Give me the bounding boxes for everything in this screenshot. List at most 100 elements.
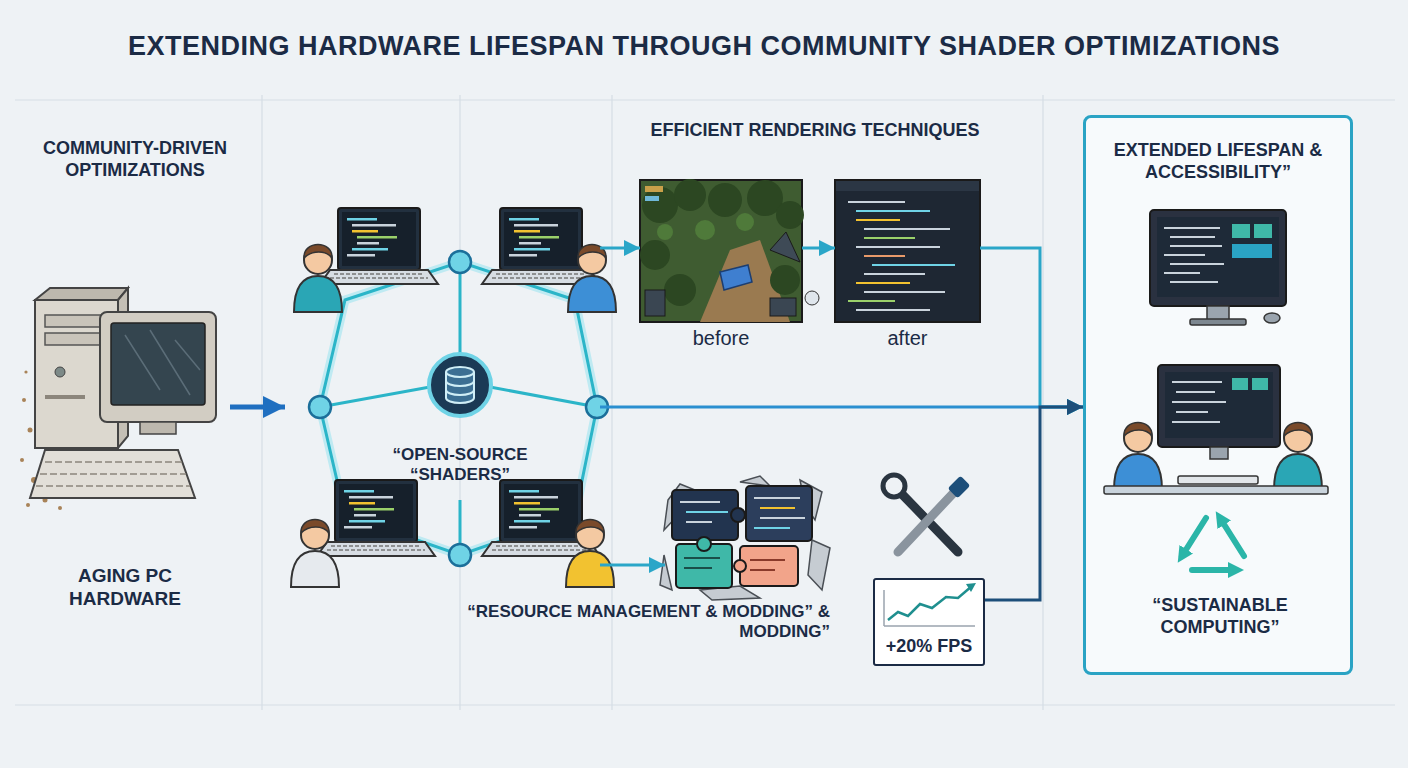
panel-art [1158, 365, 1280, 447]
before-screenshot [805, 291, 819, 305]
puzzle-illustration [697, 537, 711, 551]
before-screenshot [657, 224, 673, 240]
diagram-title: EXTENDING HARDWARE LIFESPAN THROUGH COMM… [0, 30, 1408, 62]
network-graph [320, 387, 430, 407]
before-screenshot [645, 196, 659, 201]
flow-connector [802, 247, 835, 250]
puzzle-illustration [808, 540, 830, 590]
puzzle-illustration [684, 557, 720, 559]
puzzle-illustration [731, 508, 745, 522]
fps-chart [873, 578, 985, 666]
network-graph [446, 367, 474, 403]
node-text: “SUSTAINABLE COMPUTING” [1120, 595, 1320, 638]
before-screenshot [642, 187, 678, 223]
before-screenshot [674, 179, 706, 211]
recycle-icon [1182, 518, 1244, 570]
panel-art [1232, 378, 1248, 390]
panel-art [1274, 423, 1322, 491]
flow-connector [600, 247, 640, 250]
network-graph [482, 208, 600, 284]
panel-art [1114, 423, 1162, 491]
panel-art [1170, 245, 1222, 247]
network-graph [309, 396, 331, 418]
panel-art [1207, 306, 1229, 320]
panel-art [1104, 486, 1328, 494]
before-screenshot [640, 180, 802, 322]
after-screenshot [835, 180, 980, 322]
after-screenshot [872, 264, 955, 266]
after-screenshot [856, 282, 910, 284]
after-screenshot [848, 300, 895, 302]
after-screenshot [836, 181, 979, 191]
after-screenshot [856, 210, 930, 212]
grid-lines [15, 704, 1395, 705]
network-graph [317, 480, 435, 556]
flow-connector [985, 407, 1083, 600]
puzzle-illustration [746, 486, 812, 541]
before-screenshot [640, 179, 804, 306]
before-screenshot [770, 265, 800, 295]
network-graph [490, 387, 597, 407]
before-screenshot [640, 240, 670, 270]
old-pc-illustration [58, 506, 62, 510]
before-screenshot [708, 183, 742, 217]
panel-art [1172, 401, 1226, 403]
after-screenshot [864, 291, 945, 293]
old-pc-illustration [45, 333, 107, 345]
panel-art [1083, 115, 1353, 675]
section-label: COMMUNITY-DRIVEN OPTIMIZATIONS [20, 138, 250, 181]
panel-art [1164, 227, 1220, 229]
panel-art [1170, 263, 1224, 265]
node-text: AGING PC HARDWARE [45, 565, 205, 611]
old-pc-illustration [28, 428, 33, 433]
puzzle-illustration [750, 559, 785, 561]
before-screenshot [640, 179, 819, 322]
fps-chart [966, 583, 976, 592]
before-screenshot [664, 274, 696, 306]
old-pc-illustration [22, 398, 26, 402]
puzzle-illustration [684, 567, 712, 569]
after-screenshot [848, 201, 905, 203]
puzzle-illustration [740, 546, 798, 586]
panel-art [1164, 254, 1205, 256]
old-pc-illustration [125, 330, 200, 395]
flow-connector [600, 564, 665, 567]
panel-art [1252, 378, 1268, 390]
after-screenshot [848, 202, 955, 310]
before-screenshot [776, 201, 804, 229]
before-screenshot [720, 265, 752, 290]
node-text: +20% FPS [875, 636, 983, 658]
fps-box: +20% FPS [873, 578, 985, 666]
resource-node: “RESOURCE MANAGEMENT & MODDING” & MODDIN… [665, 482, 815, 597]
panel-art [1210, 447, 1228, 459]
panel-art [1172, 381, 1222, 383]
tools-icon [948, 476, 971, 499]
panel-art [1157, 217, 1279, 297]
puzzle-illustration [740, 476, 770, 486]
after-screenshot [856, 309, 930, 311]
shader-hub: “OPEN-SOURCE “SHADERS” [285, 200, 600, 575]
recycle-icon [1182, 518, 1206, 556]
before-screenshot [770, 298, 796, 316]
puzzle-illustration [672, 490, 738, 540]
puzzle-illustration [680, 501, 720, 503]
old-pc-illustration [20, 458, 24, 462]
puzzle-illustration [686, 511, 728, 513]
node-text: “OPEN-SOURCE “SHADERS” [375, 445, 545, 486]
sustainability-node: “SUSTAINABLE COMPUTING” [1120, 510, 1320, 650]
before-screenshot [657, 213, 754, 240]
before-screenshot [645, 290, 665, 316]
node-text: after [835, 326, 980, 350]
old-pc-illustration [55, 367, 65, 377]
flow-connector [230, 405, 285, 410]
after-screen: after [835, 178, 980, 358]
puzzle-illustration [660, 476, 830, 600]
network-graph [294, 245, 342, 313]
old-pc-illustration [140, 422, 176, 434]
network-graph [320, 208, 438, 284]
section-label: EFFICIENT RENDERING TECHNIQUES [615, 120, 1015, 142]
after-screenshot [864, 228, 950, 230]
grid-lines [15, 95, 1395, 710]
panel-art [1172, 382, 1226, 422]
